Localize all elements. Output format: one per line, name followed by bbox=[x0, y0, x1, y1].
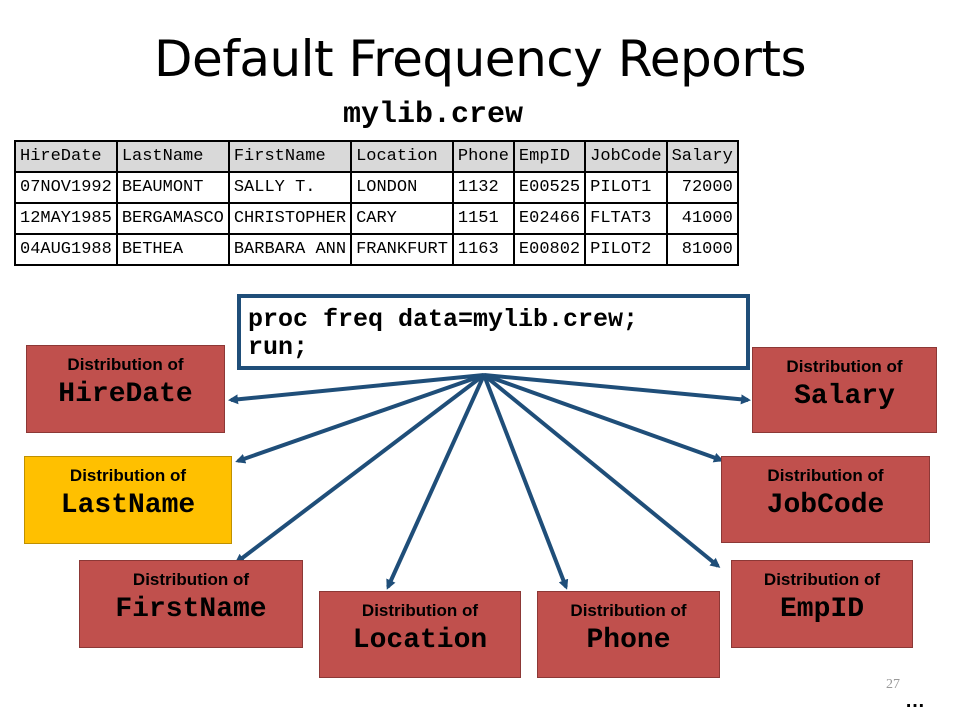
distribution-box-empid: Distribution of EmpID bbox=[731, 560, 913, 648]
table-row: 04AUG1988 BETHEA BARBARA ANN FRANKFURT 1… bbox=[14, 233, 739, 266]
table-cell: E00525 bbox=[512, 171, 587, 204]
table-cell: 04AUG1988 bbox=[14, 233, 118, 266]
table-cell: LONDON bbox=[350, 171, 454, 204]
distribution-variable: EmpID bbox=[779, 594, 864, 625]
arrow-to-empid bbox=[482, 373, 721, 568]
table-cell: FRANKFURT bbox=[350, 233, 454, 266]
column-header: Salary bbox=[665, 140, 739, 173]
table-cell: FLTAT3 bbox=[584, 202, 668, 235]
table-header-row: HireDate LastName FirstName Location Pho… bbox=[14, 140, 739, 173]
distribution-variable: Salary bbox=[794, 381, 895, 412]
table-cell: 07NOV1992 bbox=[14, 171, 118, 204]
distribution-variable: FirstName bbox=[115, 594, 267, 625]
table-cell: 1163 bbox=[451, 233, 515, 266]
code-line: proc freq data=mylib.crew; bbox=[248, 305, 639, 334]
distribution-box-location: Distribution of Location bbox=[319, 591, 521, 678]
distribution-box-phone: Distribution of Phone bbox=[537, 591, 720, 678]
column-header: EmpID bbox=[512, 140, 587, 173]
distribution-variable: JobCode bbox=[766, 490, 885, 521]
arrow-to-lastname bbox=[235, 373, 485, 464]
column-header: JobCode bbox=[584, 140, 668, 173]
dataset-name: mylib.crew bbox=[343, 98, 524, 132]
distribution-box-jobcode: Distribution of JobCode bbox=[721, 456, 930, 543]
arrow-to-salary bbox=[483, 373, 751, 405]
table-cell: 41000 bbox=[665, 202, 739, 235]
distribution-box-firstname: Distribution of FirstName bbox=[79, 560, 303, 648]
column-header: FirstName bbox=[227, 140, 353, 173]
distribution-variable: Location bbox=[352, 625, 488, 656]
distribution-label: Distribution of bbox=[763, 570, 881, 589]
table-cell: 1151 bbox=[451, 202, 515, 235]
distribution-box-salary: Distribution of Salary bbox=[752, 347, 937, 433]
table-cell: E02466 bbox=[512, 202, 587, 235]
distribution-variable: Phone bbox=[586, 625, 671, 656]
distribution-label: Distribution of bbox=[786, 357, 903, 376]
arrow-to-jobcode bbox=[483, 373, 724, 463]
distribution-label: Distribution of bbox=[69, 466, 187, 485]
arrow-to-firstname bbox=[234, 373, 486, 564]
table-cell: CHRISTOPHER bbox=[227, 202, 353, 235]
column-header: HireDate bbox=[14, 140, 118, 173]
distribution-label: Distribution of bbox=[132, 570, 250, 589]
distribution-label: Distribution of bbox=[570, 601, 687, 620]
distribution-label: Distribution of bbox=[67, 355, 184, 374]
distribution-variable: HireDate bbox=[58, 379, 193, 410]
distribution-box-hiredate: Distribution of HireDate bbox=[26, 345, 225, 433]
table-cell: BEAUMONT bbox=[115, 171, 230, 204]
continuation-ellipsis: … bbox=[905, 690, 925, 712]
column-header: Location bbox=[350, 140, 454, 173]
proc-freq-code-box: proc freq data=mylib.crew; run; bbox=[237, 294, 750, 370]
page-number: 27 bbox=[886, 677, 900, 692]
table-cell: PILOT2 bbox=[584, 233, 668, 266]
table-cell: PILOT1 bbox=[584, 171, 668, 204]
code-line: run; bbox=[248, 333, 309, 362]
table-cell: BERGAMASCO bbox=[115, 202, 230, 235]
column-header: LastName bbox=[115, 140, 230, 173]
distribution-box-lastname: Distribution of LastName bbox=[24, 456, 232, 544]
distribution-label: Distribution of bbox=[361, 601, 479, 620]
table-cell: 72000 bbox=[665, 171, 739, 204]
table-cell: 12MAY1985 bbox=[14, 202, 118, 235]
crew-data-table: HireDate LastName FirstName Location Pho… bbox=[14, 140, 739, 266]
distribution-label: Distribution of bbox=[767, 466, 884, 485]
table-row: 07NOV1992 BEAUMONT SALLY T. LONDON 1132 … bbox=[14, 171, 739, 204]
slide-title: Default Frequency Reports bbox=[153, 30, 807, 88]
table-cell: E00802 bbox=[512, 233, 587, 266]
column-header: Phone bbox=[451, 140, 515, 173]
arrow-to-hiredate bbox=[228, 373, 485, 405]
table-cell: BETHEA bbox=[115, 233, 230, 266]
distribution-variable: LastName bbox=[60, 490, 196, 521]
table-cell: CARY bbox=[350, 202, 454, 235]
table-cell: 81000 bbox=[665, 233, 739, 266]
table-row: 12MAY1985 BERGAMASCO CHRISTOPHER CARY 11… bbox=[14, 202, 739, 235]
table-cell: 1132 bbox=[451, 171, 515, 204]
arrow-to-phone bbox=[482, 374, 569, 590]
arrow-to-location bbox=[386, 374, 486, 590]
table-cell: SALLY T. bbox=[227, 171, 353, 204]
table-cell: BARBARA ANN bbox=[227, 233, 353, 266]
